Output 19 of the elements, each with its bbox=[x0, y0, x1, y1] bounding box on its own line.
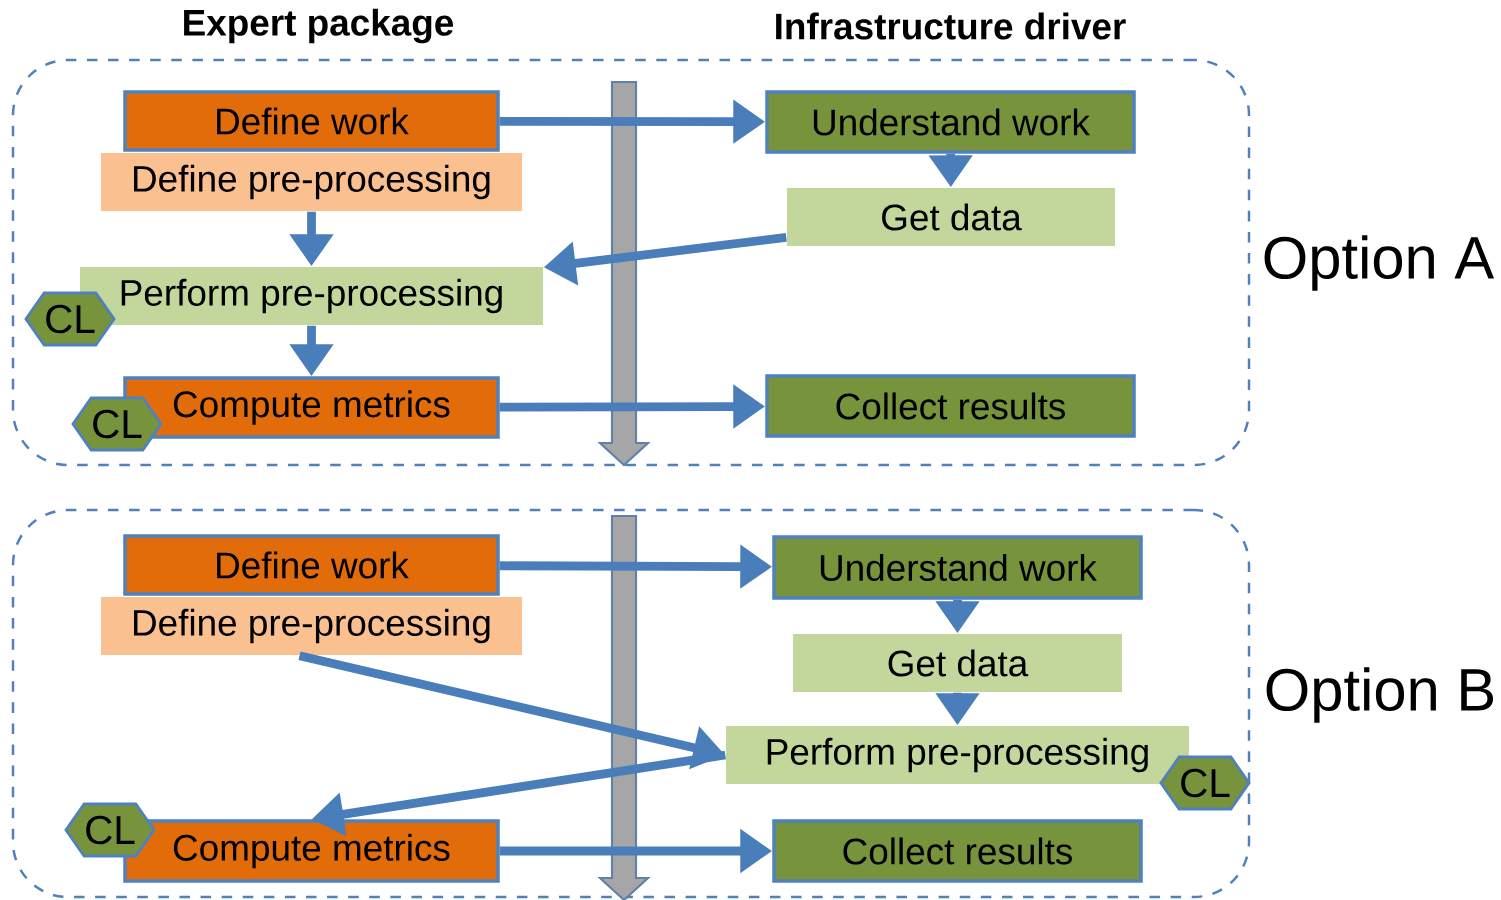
process-box: Define pre-processing bbox=[101, 153, 522, 211]
process-box: Define pre-processing bbox=[101, 597, 522, 655]
process-box: Understand work bbox=[772, 535, 1143, 600]
hexagon-badge: CL bbox=[24, 291, 116, 347]
process-box: Define work bbox=[123, 90, 500, 152]
hexagon-badge: CL bbox=[71, 396, 163, 452]
process-box: Perform pre-processing bbox=[80, 267, 543, 325]
process-box: Define work bbox=[123, 534, 500, 596]
hexagon-badge: CL bbox=[1159, 755, 1251, 811]
option-label: Option A bbox=[1264, 235, 1495, 291]
process-box: Get data bbox=[793, 634, 1122, 692]
column-heading: Expert package bbox=[184, 8, 454, 44]
process-box: Collect results bbox=[765, 374, 1136, 438]
process-box: Understand work bbox=[765, 90, 1136, 154]
hexagon-badge: CL bbox=[64, 802, 156, 858]
process-box: Collect results bbox=[772, 819, 1143, 883]
option-label: Option B bbox=[1266, 667, 1494, 723]
process-box: Get data bbox=[787, 188, 1115, 246]
column-heading: Infrastructure driver bbox=[776, 12, 1126, 40]
